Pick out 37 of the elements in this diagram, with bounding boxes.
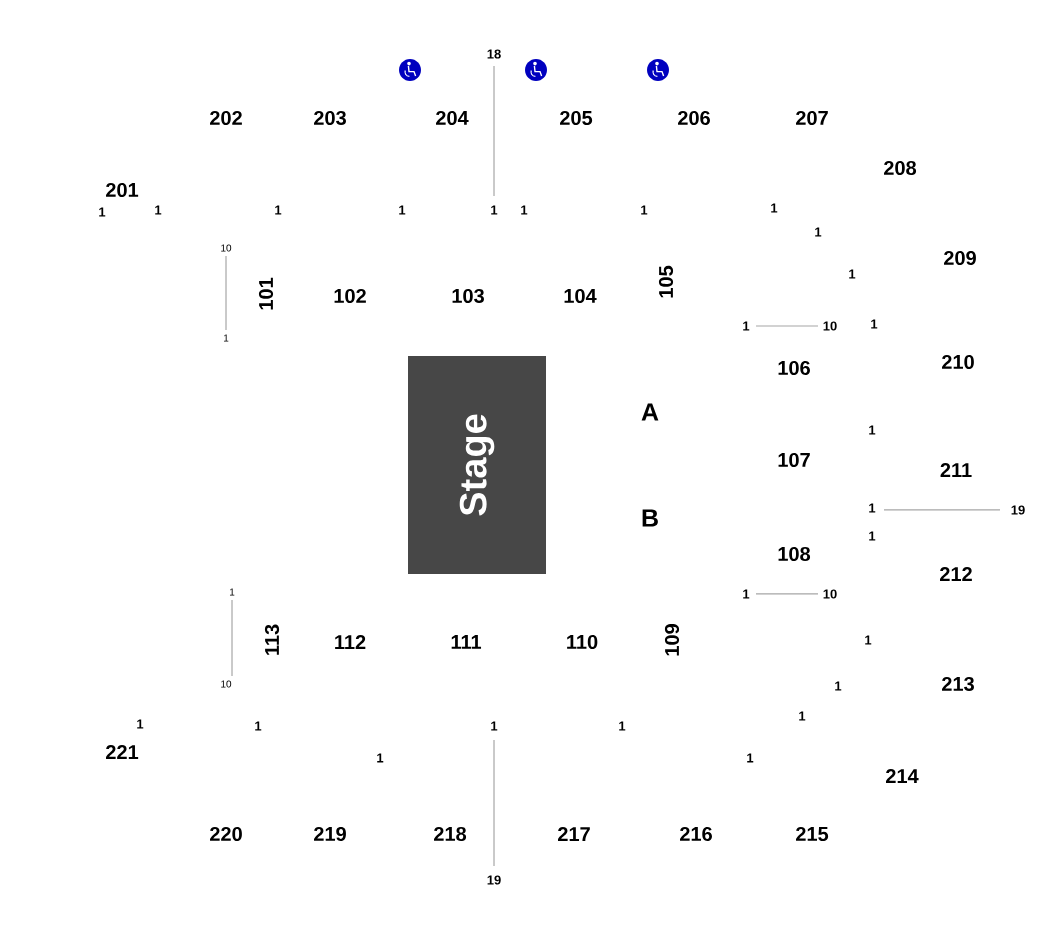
section-number: 213 bbox=[942, 676, 974, 692]
section-number: 215 bbox=[796, 826, 829, 842]
section-number: 101 bbox=[258, 277, 274, 310]
section-number: 102 bbox=[334, 288, 366, 304]
section-number: 105 bbox=[658, 265, 674, 298]
section-number: 104 bbox=[564, 288, 597, 304]
section-number: 217 bbox=[558, 827, 590, 841]
section-number: 108 bbox=[778, 546, 811, 562]
section-number: 220 bbox=[210, 826, 242, 842]
section-number: 209 bbox=[944, 250, 976, 266]
section-number: 203 bbox=[314, 110, 346, 126]
section-number: 204 bbox=[436, 110, 469, 126]
stage-box: Stage bbox=[408, 356, 546, 574]
section-number: 201 bbox=[106, 182, 139, 198]
section-number: 208 bbox=[884, 160, 917, 176]
section-number: 211 bbox=[940, 463, 972, 477]
section-number: 219 bbox=[314, 826, 346, 842]
section-number: 112 bbox=[335, 635, 366, 649]
section-number: 107 bbox=[778, 452, 810, 468]
section-number: 106 bbox=[778, 360, 810, 376]
section-number: 111 bbox=[451, 635, 482, 649]
section-number: 210 bbox=[942, 354, 974, 370]
section-number: B bbox=[642, 509, 658, 527]
section-number: 113 bbox=[264, 624, 280, 655]
section-number: 216 bbox=[680, 826, 712, 842]
section-number: 214 bbox=[886, 769, 919, 783]
section-number: 221 bbox=[106, 745, 139, 759]
section-number: 207 bbox=[796, 110, 828, 126]
section-number: 109 bbox=[664, 624, 680, 656]
section-number: 202 bbox=[210, 110, 242, 126]
section-number: 205 bbox=[560, 110, 593, 126]
section-number: 218 bbox=[434, 826, 467, 842]
section-number: 212 bbox=[940, 567, 972, 581]
section-number: 103 bbox=[452, 288, 484, 304]
section-number: 110 bbox=[567, 634, 598, 650]
section-number: 206 bbox=[678, 110, 710, 126]
section-number: A bbox=[641, 403, 659, 421]
